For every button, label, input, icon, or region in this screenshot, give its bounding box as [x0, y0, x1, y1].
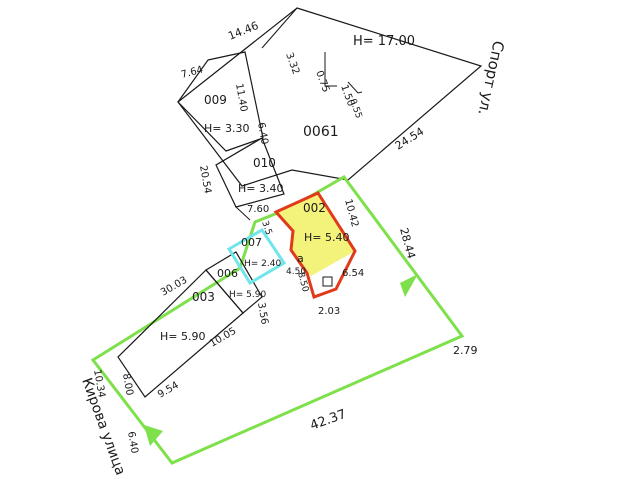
block-003-dim-base: 9.54	[156, 380, 181, 401]
building-0061-dim-left-b: 6.40	[255, 122, 270, 146]
block-010-dim-bottom: 7.60	[247, 204, 269, 215]
building-0061-dim-top: 14.46	[226, 19, 260, 43]
block-007-label: 007	[241, 236, 262, 249]
block-002-dim-bottom: 6.54	[342, 268, 364, 279]
block-009-height: H= 3.30	[204, 122, 249, 135]
block-002-height: H= 5.40	[304, 231, 349, 244]
block-002-note: a	[297, 252, 304, 265]
block-010-outline	[215, 137, 285, 208]
parcel-boundary	[90, 175, 465, 465]
block-006-height: H= 5.90	[229, 290, 266, 300]
arrow-left-icon	[144, 425, 163, 446]
block-006-dim-bottom: 3.56	[255, 302, 270, 326]
block-002-marker	[322, 276, 333, 287]
block-002-label: 002	[303, 201, 326, 215]
block-010-link	[235, 206, 251, 221]
block-006-label: 006	[217, 267, 238, 280]
block-010-dim-left: 20.54	[197, 165, 213, 195]
building-0061-height: H= 17.00	[353, 34, 415, 49]
building-0061-inner-line	[261, 7, 298, 49]
block-002-outline	[273, 191, 357, 299]
building-0061-label: 0061	[303, 124, 339, 140]
block-002-dim-right: 10.42	[342, 198, 360, 229]
block-003-dim-top: 30.03	[159, 275, 189, 299]
building-0061-dim-b: 0.75	[313, 69, 331, 94]
block-002-dim-step: 2.03	[318, 306, 340, 317]
block-007-outline	[226, 227, 287, 286]
block-010-height: H= 3.40	[238, 182, 283, 195]
street-label-top: Спорт ул.	[474, 39, 507, 117]
arrow-right-icon	[400, 274, 418, 297]
block-009-dim-top: 7.64	[180, 65, 204, 81]
building-0061-notch	[324, 52, 337, 87]
block-006-outline	[205, 251, 263, 314]
block-003-dim-left: 8.00	[120, 373, 135, 397]
block-003-height: H= 5.90	[160, 330, 205, 343]
block-007-dim-top: 3.5	[259, 220, 273, 237]
block-009-outline	[177, 51, 264, 152]
building-0061-dim-a: 3.32	[283, 51, 301, 76]
building-0061-dim-left-a: 11.40	[233, 83, 249, 113]
building-0061-dim-d: 0.55	[347, 98, 363, 120]
block-010-label: 010	[253, 156, 276, 170]
parcel-dim-bottom: 42.37	[308, 407, 348, 434]
building-0061-dim-right: 24.54	[393, 125, 427, 153]
parcel-dim-corner: 2.79	[453, 344, 478, 357]
block-009-label: 009	[204, 93, 227, 107]
parcel-dim-tip: 6.40	[125, 431, 140, 455]
block-002-dim-corner: 4.50	[286, 267, 306, 277]
parcel-dim-left: 10.34	[91, 369, 107, 399]
block-007-height: H= 2.40	[244, 259, 281, 269]
block-003-label: 003	[192, 290, 215, 304]
building-0061-notch-small	[347, 81, 363, 94]
